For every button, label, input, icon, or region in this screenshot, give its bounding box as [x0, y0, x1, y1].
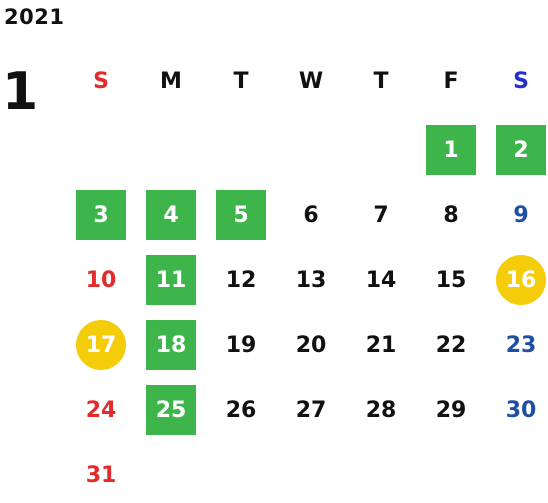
day-cell-14[interactable]: 14 [365, 267, 397, 293]
day-cell-15[interactable]: 15 [435, 267, 467, 293]
day-cell-31[interactable]: 31 [85, 462, 117, 488]
day-cell-17[interactable]: 17 [76, 320, 126, 370]
day-cell-20[interactable]: 20 [295, 332, 327, 358]
day-cell-26[interactable]: 26 [225, 397, 257, 423]
weekday-header-friday: F [443, 68, 459, 94]
day-cell-30[interactable]: 30 [505, 397, 537, 423]
weekday-header-thursday: T [373, 68, 389, 94]
day-cell-25[interactable]: 25 [146, 385, 196, 435]
day-cell-10[interactable]: 10 [85, 267, 117, 293]
day-cell-13[interactable]: 13 [295, 267, 327, 293]
day-cell-7[interactable]: 7 [373, 202, 389, 228]
day-cell-5[interactable]: 5 [216, 190, 266, 240]
day-cell-8[interactable]: 8 [443, 202, 459, 228]
day-cell-18[interactable]: 18 [146, 320, 196, 370]
day-cell-21[interactable]: 21 [365, 332, 397, 358]
year-label: 2021 [4, 5, 65, 29]
day-cell-11[interactable]: 11 [146, 255, 196, 305]
day-cell-1[interactable]: 1 [426, 125, 476, 175]
day-cell-9[interactable]: 9 [513, 202, 529, 228]
month-number: 1 [2, 62, 39, 122]
day-cell-22[interactable]: 22 [435, 332, 467, 358]
weekday-header-wednesday: W [298, 68, 324, 94]
day-cell-6[interactable]: 6 [303, 202, 319, 228]
day-cell-4[interactable]: 4 [146, 190, 196, 240]
day-cell-16[interactable]: 16 [496, 255, 546, 305]
weekday-header-saturday: S [513, 68, 529, 94]
day-cell-2[interactable]: 2 [496, 125, 546, 175]
weekday-header-tuesday: T [233, 68, 249, 94]
day-cell-12[interactable]: 12 [225, 267, 257, 293]
day-cell-23[interactable]: 23 [505, 332, 537, 358]
day-cell-19[interactable]: 19 [225, 332, 257, 358]
weekday-header-monday: M [160, 68, 182, 94]
day-cell-3[interactable]: 3 [76, 190, 126, 240]
day-cell-29[interactable]: 29 [435, 397, 467, 423]
day-cell-27[interactable]: 27 [295, 397, 327, 423]
day-cell-24[interactable]: 24 [85, 397, 117, 423]
weekday-header-sunday: S [93, 68, 109, 94]
day-cell-28[interactable]: 28 [365, 397, 397, 423]
